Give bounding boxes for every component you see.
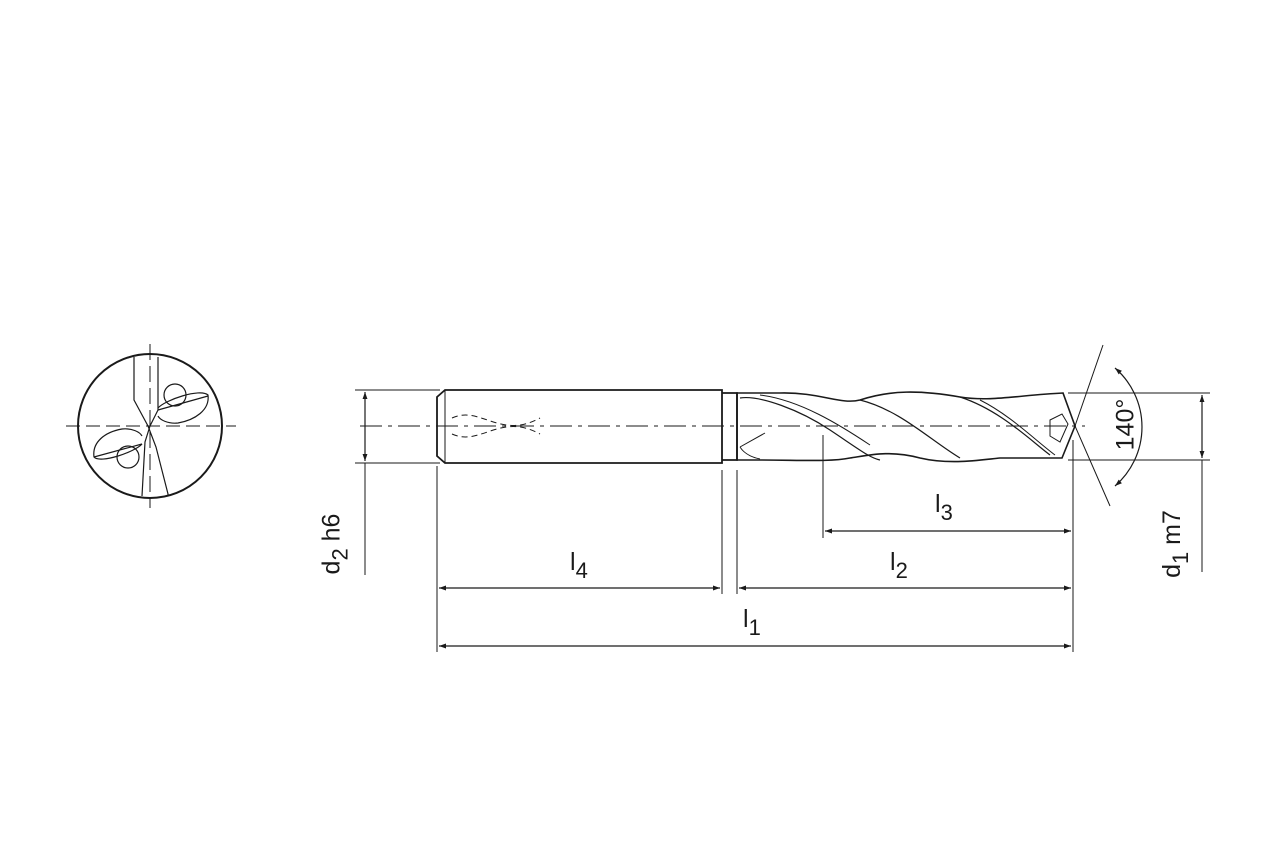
label-l4: l4 [570,548,588,583]
end-view [66,344,236,508]
extension-lines [355,344,1210,652]
dimension-lines [362,367,1205,649]
label-l1: l1 [743,605,761,640]
label-l2: l2 [890,548,908,583]
fluted-body [736,391,1076,463]
label-d2: d2 h6 [317,513,353,575]
label-d1: d1 m7 [1157,510,1193,578]
dim-angle [1114,367,1143,487]
label-l3: l3 [935,490,953,525]
label-point-angle: 140° [1111,398,1140,451]
